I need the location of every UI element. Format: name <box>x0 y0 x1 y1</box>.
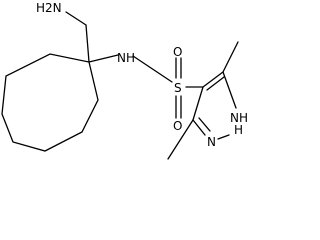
bond-ring-to-nh <box>88 54 119 63</box>
bond-c5-methyl <box>222 41 239 73</box>
label-sulfur: S <box>174 81 182 95</box>
bond-n1-n2 <box>217 134 230 140</box>
label-oxygen-bottom: O <box>173 119 182 133</box>
label-oxygen-top: O <box>173 45 182 59</box>
bond-n2-c3-inner <box>198 117 211 132</box>
molecule-svg: H2N NH S O O N NH H <box>1 1 248 160</box>
bond-n2-c3 <box>192 119 206 136</box>
bond-nh-to-s <box>132 55 173 83</box>
bond-ch2-to-nh2 <box>65 11 87 26</box>
bond-ring-to-ch2 <box>85 24 90 63</box>
cyclooctane-ring <box>1 53 99 152</box>
label-sulfonamide-nh: NH <box>117 51 135 65</box>
label-aminomethyl: H2N <box>36 1 62 15</box>
label-ring-nh: NH <box>230 111 248 125</box>
label-ring-nh-h: H <box>234 123 243 137</box>
label-ring-n: N <box>207 135 216 149</box>
bond-c3-c4 <box>192 86 204 121</box>
bond-c3-methyl <box>167 119 194 160</box>
bond-c4-c5-inner <box>206 76 225 91</box>
structure-diagram: H2N NH S O O N NH H <box>1 1 248 160</box>
bond-c5-n1 <box>222 71 237 109</box>
bond-c4-c5 <box>202 71 224 88</box>
